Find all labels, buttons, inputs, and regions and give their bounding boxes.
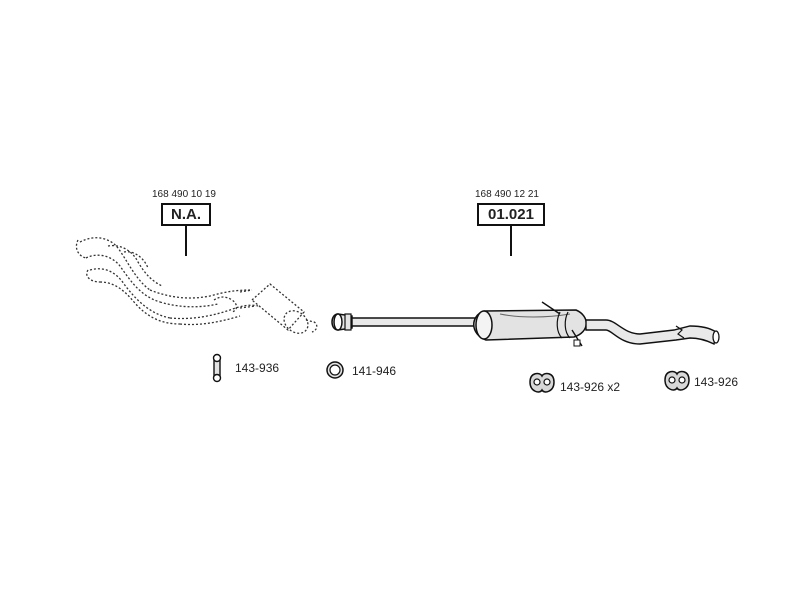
catalytic-converter: [251, 283, 318, 334]
rubber-hanger-icon: [529, 372, 555, 393]
accessory-label-hanger-pair: 143-926 x2: [560, 380, 621, 394]
accessory-label-hanger: 143-926: [694, 375, 739, 389]
intermediate-pipe: [331, 313, 479, 331]
accessory-label-bolt: 143-936: [235, 361, 280, 375]
muffler-code-box: 01.021: [477, 203, 545, 226]
manifold-code-box: N.A.: [161, 203, 211, 226]
rear-muffler: [473, 301, 587, 347]
ring-gasket-icon: [326, 361, 344, 379]
accessory-label-ring: 141-946: [352, 364, 397, 378]
tail-pipe: [585, 319, 720, 346]
exhaust-manifold: [75, 237, 259, 326]
manifold-part-number: 168 490 10 19: [152, 189, 216, 200]
bolt-clamp-icon: [212, 353, 222, 383]
rubber-hanger-icon: [664, 370, 690, 391]
muffler-part-number: 168 490 12 21: [475, 189, 539, 200]
